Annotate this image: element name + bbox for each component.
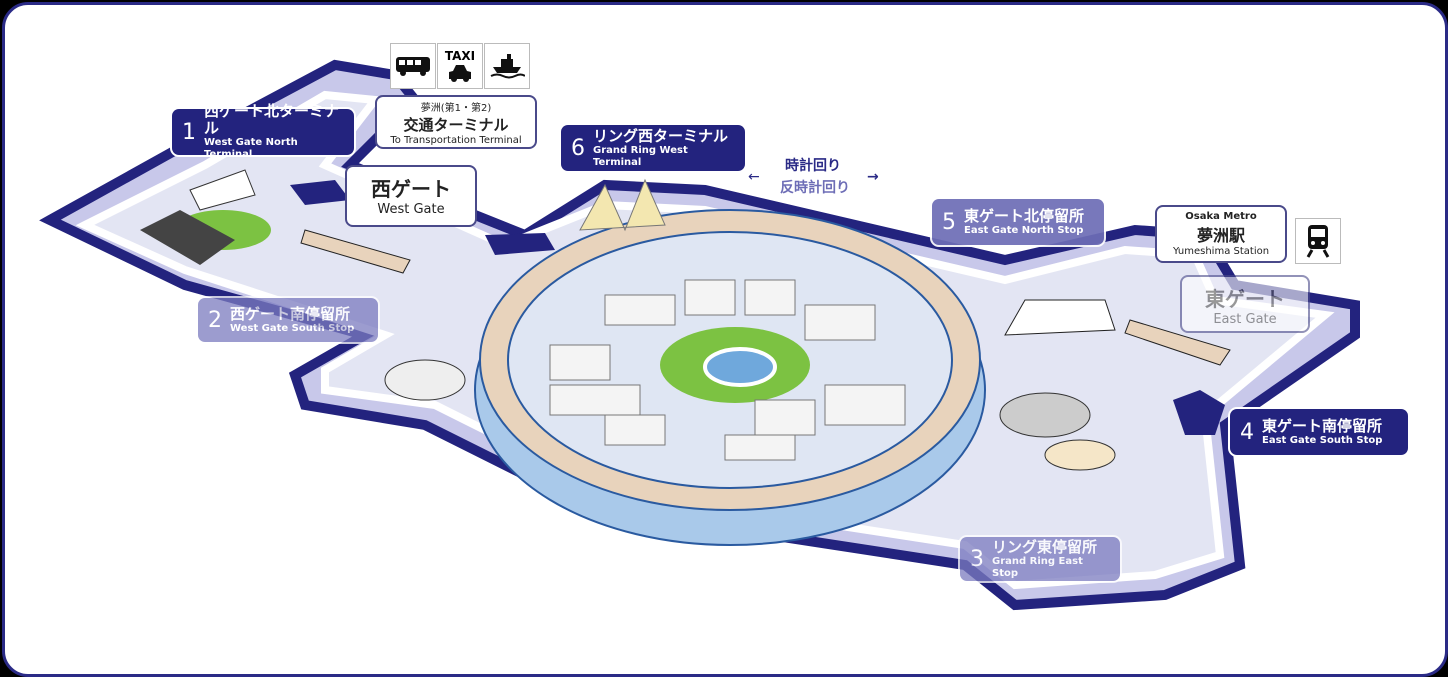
pavilions bbox=[549, 279, 906, 461]
train-icon bbox=[1295, 218, 1341, 264]
bus-icon bbox=[390, 43, 436, 89]
taxi-icon: TAXI bbox=[437, 43, 483, 89]
east-gate-label[interactable]: 東ゲート East Gate bbox=[1180, 275, 1310, 333]
transport-terminal-label[interactable]: 夢洲(第1・第2) 交通ターミナル To Transportation Term… bbox=[375, 95, 537, 149]
left-arrow-icon: ← bbox=[748, 169, 760, 185]
clockwise-label: 時計回り bbox=[785, 158, 841, 174]
west-gate-label[interactable]: 西ゲート West Gate bbox=[345, 165, 477, 227]
bus-stop-markers bbox=[290, 180, 1225, 435]
ferry-icon bbox=[484, 43, 530, 89]
yumeshima-station-label[interactable]: Osaka Metro 夢洲駅 Yumeshima Station bbox=[1155, 205, 1287, 263]
east-buildings bbox=[999, 299, 1231, 471]
right-arrow-icon: → bbox=[867, 169, 879, 185]
pond bbox=[703, 347, 777, 387]
west-buildings bbox=[140, 169, 666, 401]
counterclockwise-label: 反時計回り bbox=[780, 180, 850, 196]
